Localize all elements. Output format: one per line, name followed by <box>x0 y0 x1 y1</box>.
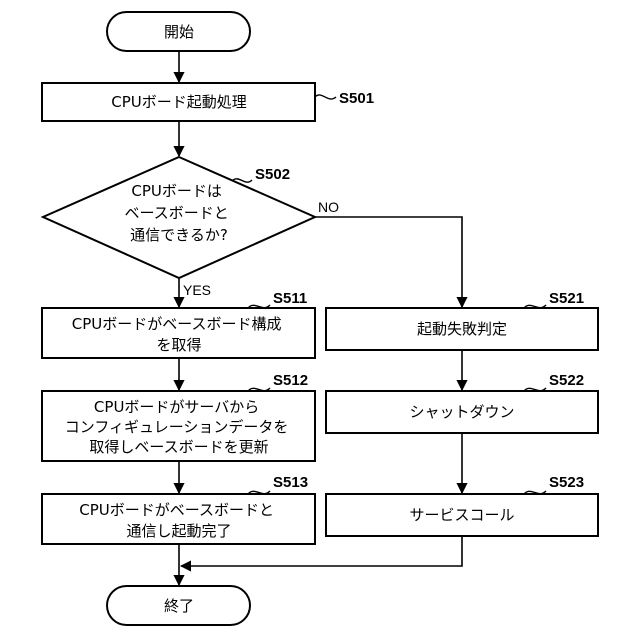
step-id-s502: S502 <box>255 166 290 183</box>
process-s512-text: CPUボードがサーバから コンフィギュレーションデータを 取得しベースボードを更… <box>65 398 293 456</box>
process-s511-line-1: CPUボードがベースボード構成 <box>72 315 282 333</box>
step-id-s511: S511 <box>273 290 307 307</box>
process-s521-line-1: 起動失敗判定 <box>417 320 507 338</box>
process-s522-text: シャットダウン <box>409 403 514 421</box>
process-s523-text: サービスコール <box>409 506 514 524</box>
decision-s502-line-1: CPUボードは <box>131 182 222 200</box>
process-s521-text: 起動失敗判定 <box>417 320 507 338</box>
process-s501-line-1: CPUボード起動処理 <box>111 93 247 111</box>
process-s513-line-1: CPUボードがベースボードと <box>79 501 274 519</box>
process-s512-line-3: 取得しベースボードを更新 <box>89 438 268 456</box>
process-s512-line-1: CPUボードがサーバから <box>94 398 259 416</box>
decision-s502-text: CPUボードは ベースボードと 通信できるか? <box>124 182 233 244</box>
process-s513-line-2: 通信し起動完了 <box>126 522 231 540</box>
process-s523-line-1: サービスコール <box>409 506 514 524</box>
step-id-s513: S513 <box>273 474 308 491</box>
step-id-s522: S522 <box>549 372 584 389</box>
decision-s502-line-3: 通信できるか? <box>130 226 228 244</box>
process-s522-line-1: シャットダウン <box>409 403 514 421</box>
start-label: 開始 <box>164 23 194 41</box>
step-id-s521: S521 <box>549 290 584 307</box>
process-s511-line-2: を取得 <box>156 336 201 354</box>
process-s501-text: CPUボード起動処理 <box>111 93 247 111</box>
arrow-s502-no-to-s521 <box>315 217 462 307</box>
step-id-s512: S512 <box>273 372 308 389</box>
step-id-s523: S523 <box>549 474 584 491</box>
s501-leader-line <box>315 95 336 99</box>
branch-no-label: NO <box>318 199 339 215</box>
branch-yes-label: YES <box>183 282 211 298</box>
end-label: 終了 <box>164 597 194 615</box>
decision-s502-line-2: ベースボードと <box>124 204 228 222</box>
step-id-s501: S501 <box>339 90 374 107</box>
process-s512-line-2: コンフィギュレーションデータを <box>65 418 289 436</box>
